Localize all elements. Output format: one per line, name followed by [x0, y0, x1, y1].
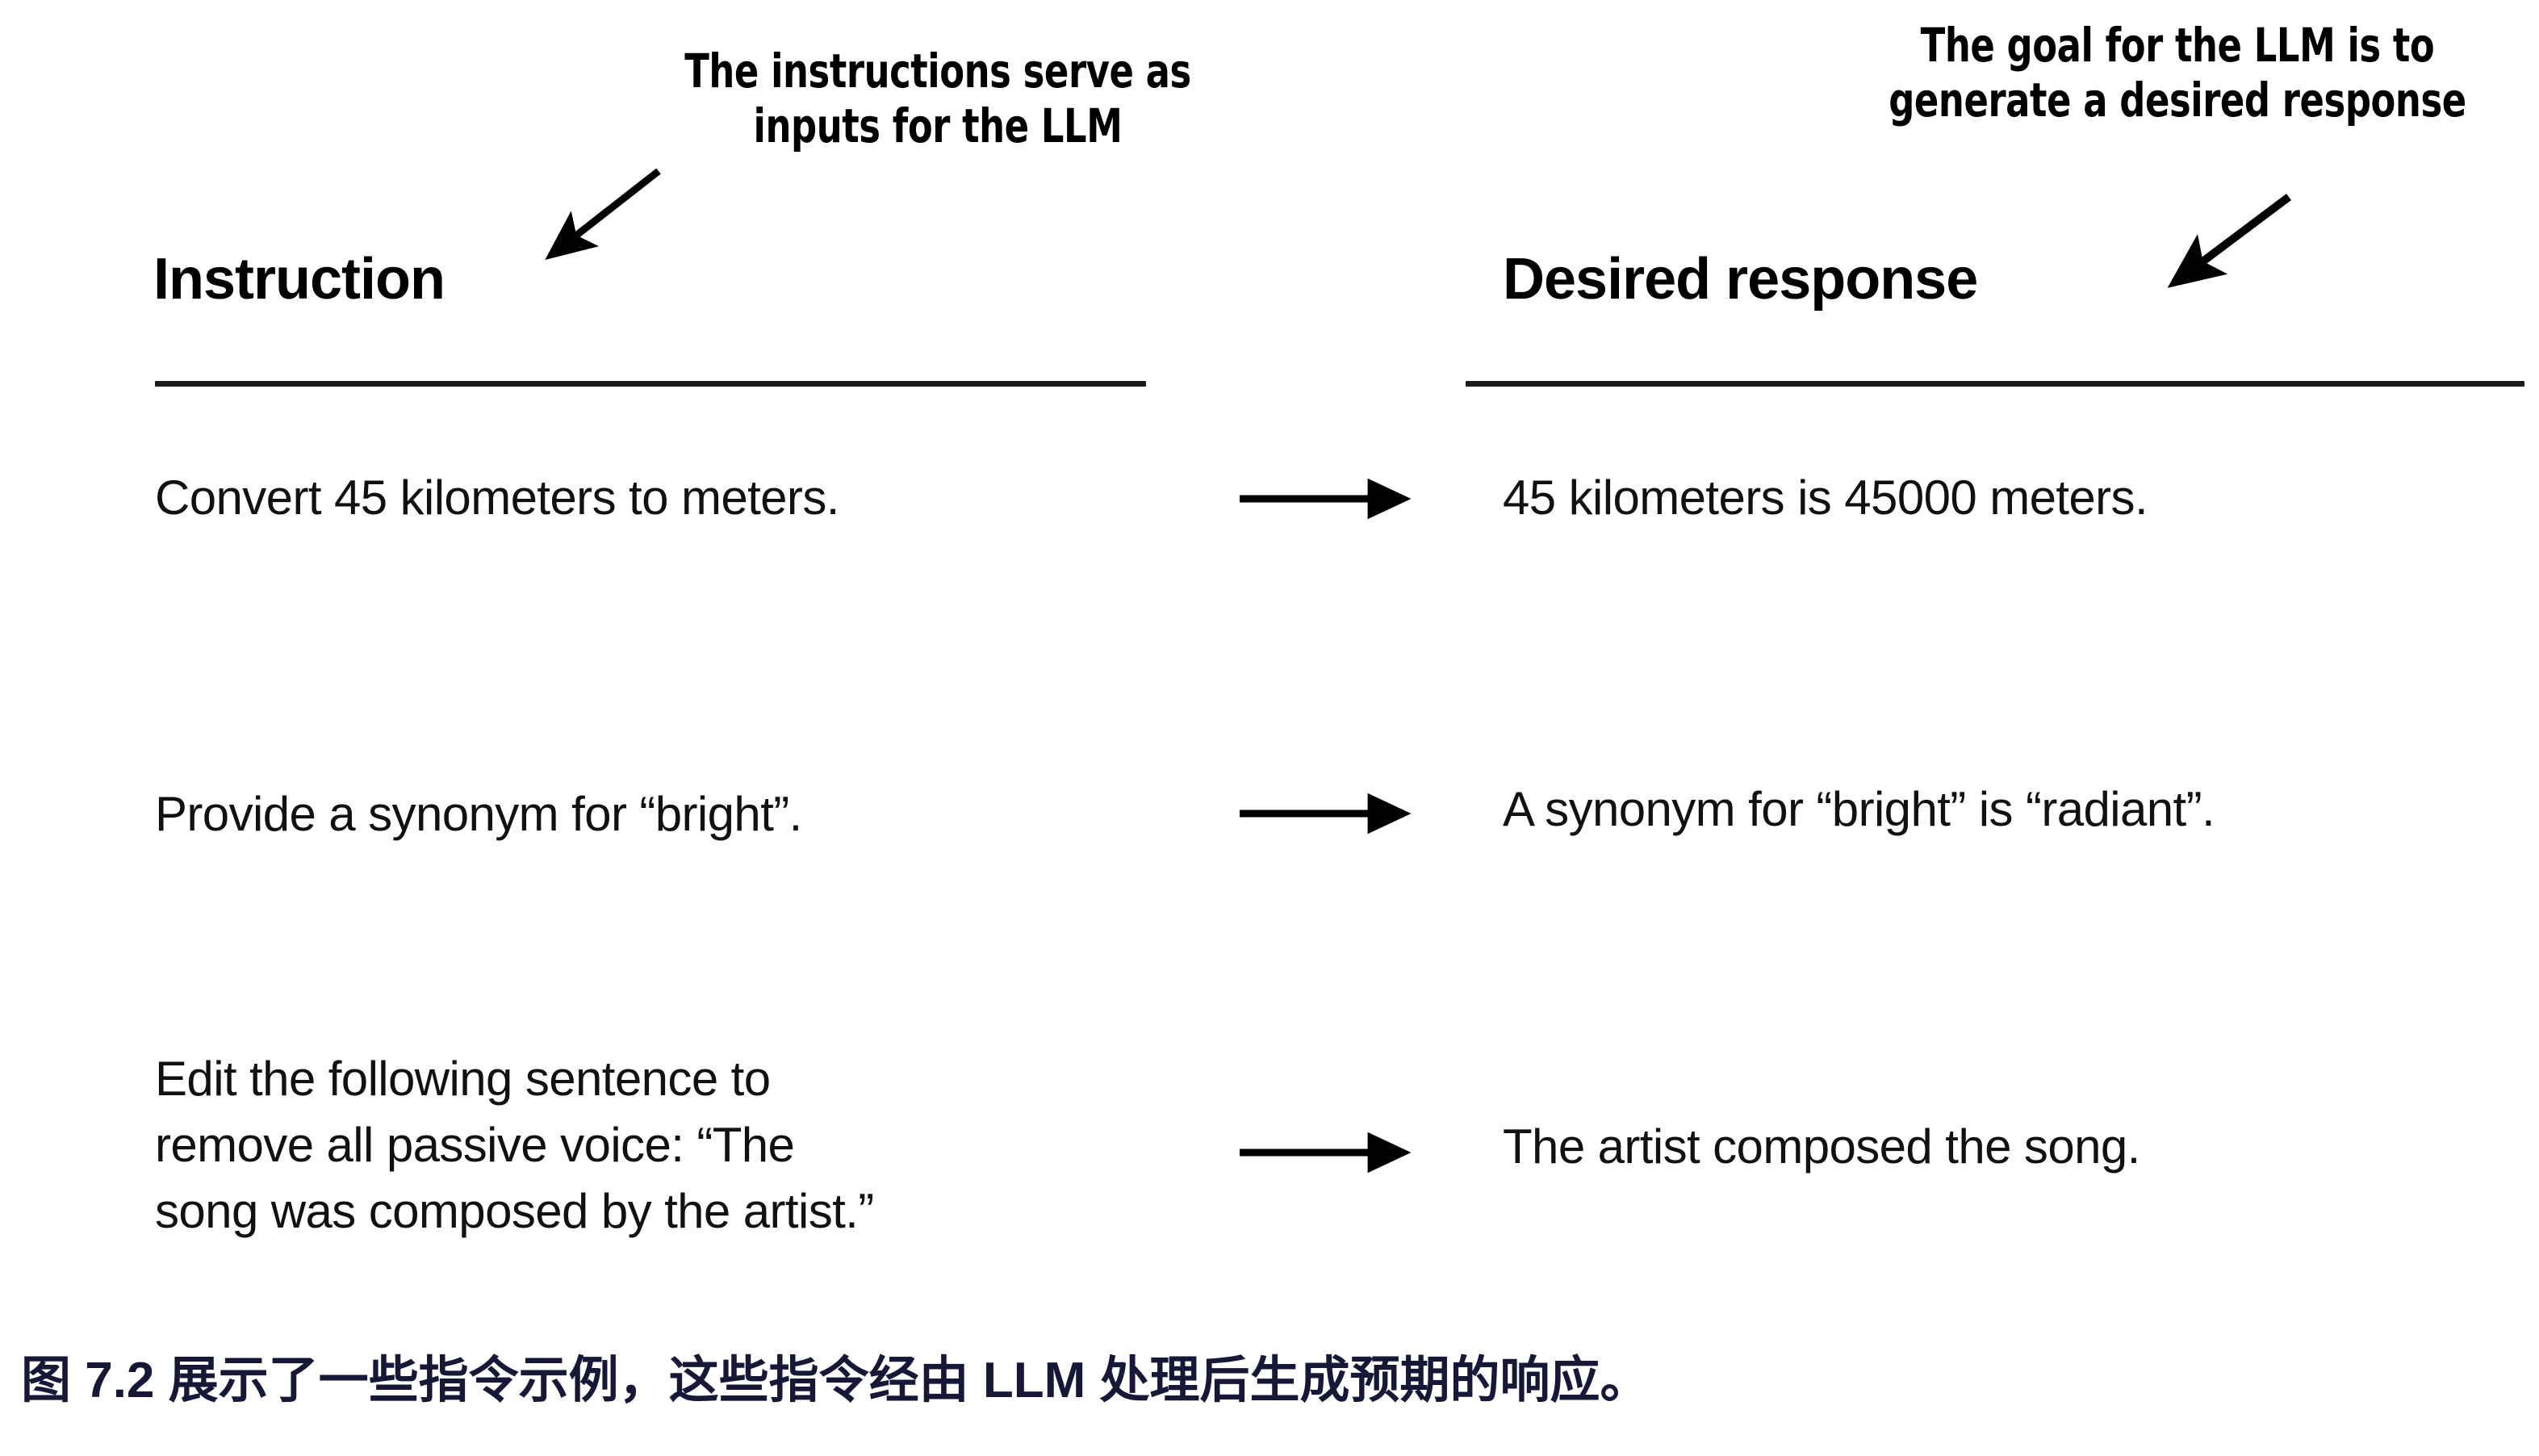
figure-caption: 图 7.2 展示了一些指令示例，这些指令经由 LLM 处理后生成预期的响应。 — [21, 1353, 1650, 1408]
instruction-cell-row-1: Convert 45 kilometers to meters. — [155, 471, 839, 525]
annotation-arrow-left-icon — [545, 168, 661, 260]
response-cell-row-2: A synonym for “bright” is “radiant”. — [1503, 782, 2215, 836]
column-header-instruction: Instruction — [153, 247, 445, 312]
column-header-desired-response: Desired response — [1503, 247, 1978, 312]
annotation-label-response: The goal for the LLM is to generate a de… — [1889, 18, 2466, 128]
response-cell-row-1: 45 kilometers is 45000 meters. — [1503, 471, 2148, 525]
instruction-cell-row-3: Edit the following sentence to remove al… — [155, 1052, 874, 1239]
instruction-cell-row-2: Provide a synonym for “bright”. — [155, 787, 802, 841]
flow-arrow-row-3-icon — [1240, 1132, 1412, 1174]
header-divider-left — [155, 381, 1146, 387]
header-divider-right — [1466, 381, 2524, 387]
flow-arrow-row-1-icon — [1240, 478, 1412, 520]
annotation-label-instruction: The instructions serve as inputs for the… — [684, 44, 1191, 154]
response-cell-row-3: The artist composed the song. — [1503, 1119, 2140, 1174]
annotation-arrow-right-icon — [2167, 194, 2291, 288]
flow-arrow-row-2-icon — [1240, 793, 1412, 835]
